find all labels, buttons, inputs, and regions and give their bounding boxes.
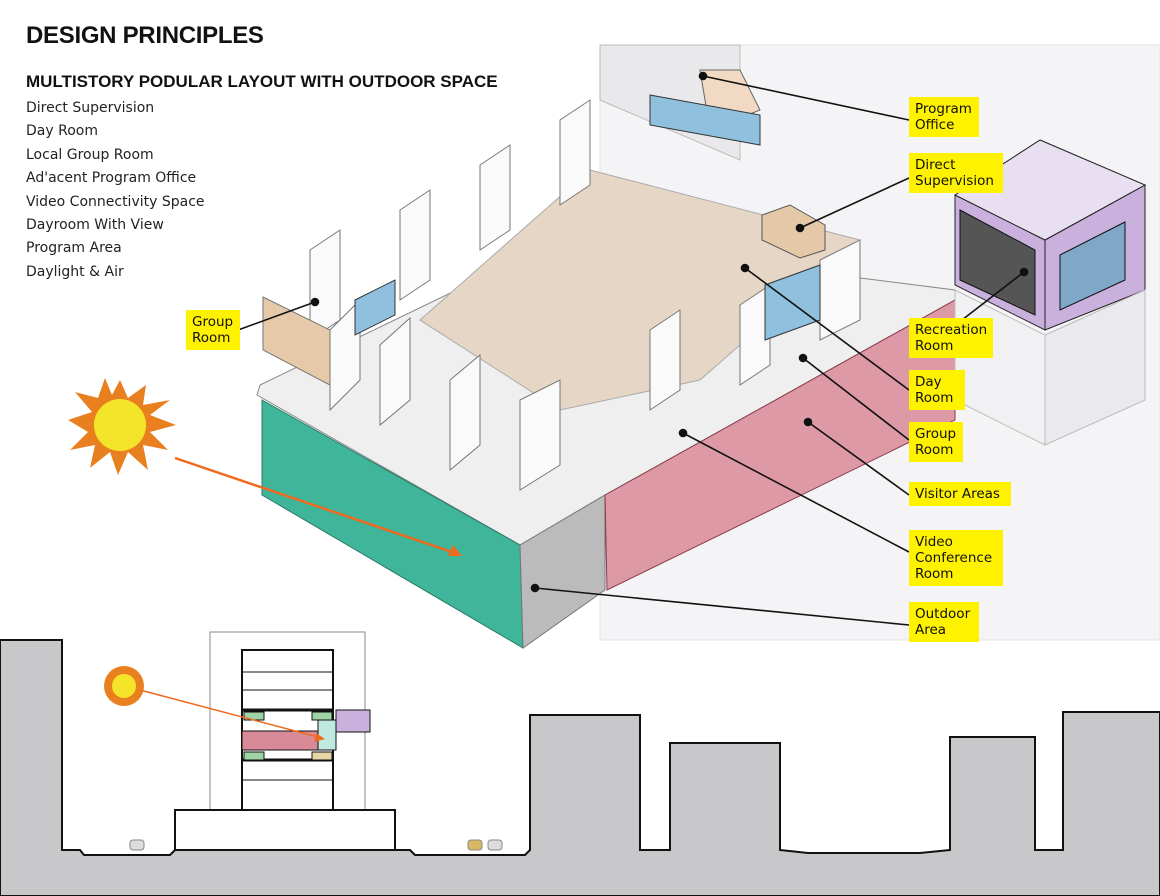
principle-item: Direct Supervision <box>26 100 155 116</box>
principle-item: Local Group Room <box>26 146 154 163</box>
callout-video-conference-room: Video Conference Room <box>909 530 1003 586</box>
visitor-area <box>604 299 956 591</box>
principle-item: Program Area <box>26 240 122 257</box>
cell-walls <box>309 99 861 491</box>
recreation-window <box>1059 221 1126 311</box>
section-subtitle: MULTISTORY PODULAR LAYOUT WITH OUTDOOR S… <box>26 72 498 91</box>
section-building <box>174 631 396 851</box>
program-office-window <box>649 94 761 146</box>
callout-direct-supervision: Direct Supervision <box>909 153 1003 193</box>
principle-item: Video Connectivity Space <box>26 193 205 210</box>
supervision-desk <box>761 204 826 259</box>
callout-recreation-room: Recreation Room <box>909 318 993 358</box>
principle-item: Daylight & Air <box>26 263 124 280</box>
principle-item: Ad'acent Program Office <box>26 170 197 187</box>
group-room-left-wall <box>262 296 331 386</box>
sunlight-arrow <box>174 456 456 555</box>
recreation-window <box>959 209 1036 316</box>
arrowhead-icon <box>448 545 462 556</box>
arrowhead-icon <box>314 733 325 742</box>
callout-outdoor-area: Outdoor Area <box>909 602 979 642</box>
callout-group-room-left: Group Room <box>186 310 240 350</box>
vehicle-icons <box>129 839 503 851</box>
callout-group-room: Group Room <box>909 422 963 462</box>
ground-silhouette <box>0 639 1160 896</box>
small-sun-icon <box>104 666 144 706</box>
window <box>354 279 396 336</box>
leader-lines <box>237 71 1029 626</box>
small-sunlight-arrow <box>139 689 319 738</box>
principles-list: Direct Supervision Day Room Local Group … <box>26 97 205 284</box>
callout-visitor-areas: Visitor Areas <box>909 482 1011 506</box>
sun-icon <box>68 378 176 475</box>
principle-item: Dayroom With View <box>26 216 164 233</box>
principle-item: Day Room <box>26 123 98 140</box>
callout-program-office: Program Office <box>909 97 979 137</box>
callout-day-room: Day Room <box>909 370 965 410</box>
page-title: DESIGN PRINCIPLES <box>26 22 264 49</box>
lower-floor <box>1044 289 1146 446</box>
outdoor-side-wall <box>519 494 606 649</box>
